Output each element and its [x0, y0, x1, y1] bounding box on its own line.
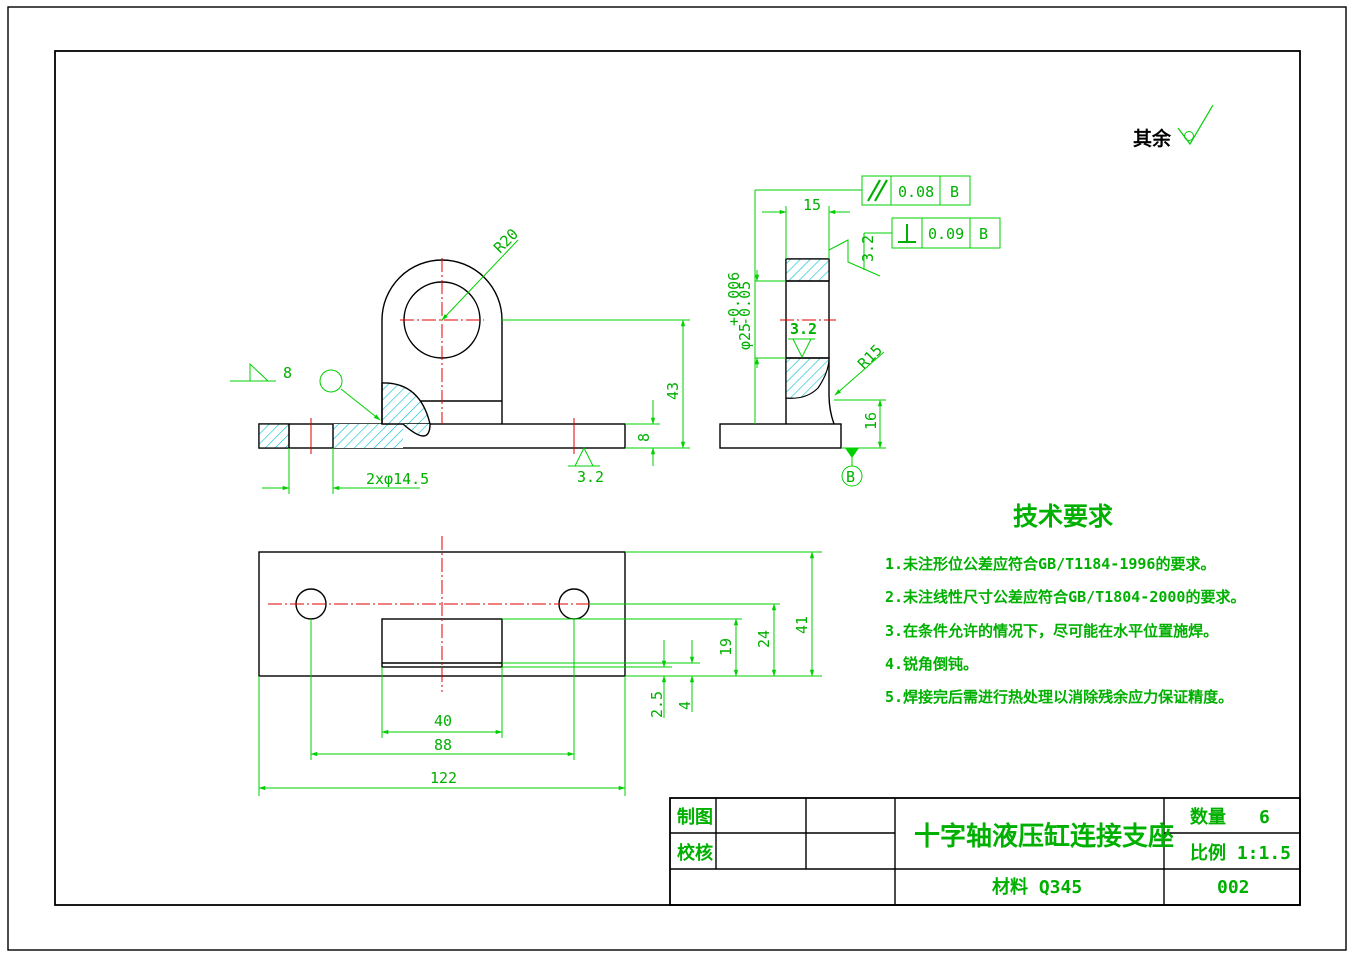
side-bore-tol-upper: +0.006 — [725, 272, 743, 326]
top-dim-4: 4 — [676, 701, 694, 710]
top-dim-88: 88 — [434, 736, 452, 754]
technical-requirements: 技术要求 1.未注形位公差应符合GB/T1184-1996的要求。 2.未注线性… — [885, 502, 1245, 706]
roughness-symbol-icon — [788, 338, 815, 359]
front-roughness: 3.2 — [577, 468, 604, 486]
top-dim-40: 40 — [434, 712, 452, 730]
title-checked-label: 校核 — [677, 842, 713, 864]
front-radius-label: R20 — [490, 225, 522, 257]
top-dim-41: 41 — [793, 616, 811, 634]
weld-size-label: 8 — [283, 364, 292, 382]
top-view: 40 88 122 41 24 19 2.5 4 — [258, 536, 822, 796]
tech-req-item-2: 2.未注线性尺寸公差应符合GB/T1804-2000的要求。 — [885, 588, 1245, 606]
tech-req-item-5: 5.焊接完后需进行热处理以消除残余应力保证精度。 — [885, 688, 1233, 706]
tolerance-frame-parallel — [861, 175, 971, 206]
side-width-15: 15 — [803, 196, 821, 214]
top-dim-24: 24 — [755, 630, 773, 648]
side-bore-tol-lower: -0.05 — [736, 281, 754, 326]
front-height-43: 43 — [664, 382, 682, 400]
side-view: 15 0.08 B 0.09 B 3.2 φ25 +0.006 -0.05 3.… — [719, 175, 1001, 487]
tol-perp-datum: B — [979, 225, 988, 243]
front-holes-label: 2xφ14.5 — [366, 470, 429, 488]
title-part-name: 十字轴液压缸连接支座 — [914, 821, 1174, 852]
title-scale: 比例 1:1.5 — [1190, 842, 1291, 864]
inner-border — [54, 50, 1301, 906]
title-quantity-label: 数量 — [1190, 806, 1226, 828]
roughness-symbol-icon — [1177, 104, 1214, 146]
surface-note-label: 其余 — [1133, 127, 1172, 150]
perpendicular-icon — [898, 224, 916, 243]
top-dim-19: 19 — [717, 638, 735, 656]
top-dim-2-5: 2.5 — [648, 691, 666, 718]
title-drawing-no: 002 — [1217, 877, 1250, 898]
datum-b-icon — [841, 465, 863, 487]
title-block: 制图 校核 十字轴液压缸连接支座 数量 6 比例 1:1.5 材料 Q345 0… — [669, 797, 1301, 906]
title-drawn-label: 制图 — [677, 807, 713, 828]
side-roughness-bore: 3.2 — [790, 320, 817, 338]
side-roughness-top: 3.2 — [859, 235, 877, 262]
top-dim-122: 122 — [430, 769, 457, 787]
tol-perp-value: 0.09 — [928, 225, 964, 243]
surface-roughness-note: 其余 — [1133, 104, 1214, 150]
side-radius-label: R15 — [854, 341, 886, 373]
tech-req-title: 技术要求 — [1013, 502, 1113, 531]
parallel-icon — [867, 179, 888, 202]
roughness-symbol-icon — [568, 446, 600, 467]
tech-req-item-3: 3.在条件允许的情况下，尽可能在水平位置施焊。 — [885, 622, 1218, 640]
front-height-8: 8 — [635, 433, 653, 442]
side-datum: B — [846, 468, 855, 486]
weld-bead — [381, 382, 431, 425]
title-material: 材料 Q345 — [992, 876, 1082, 898]
side-bore-dim: φ25 — [736, 323, 754, 350]
outer-border — [7, 6, 1347, 951]
tol-parallel-value: 0.08 — [898, 183, 934, 201]
tech-req-item-4: 4.锐角倒钝。 — [885, 655, 978, 673]
title-quantity-value: 6 — [1259, 807, 1270, 828]
tol-parallel-datum: B — [950, 183, 959, 201]
side-height-16: 16 — [862, 412, 880, 430]
tech-req-item-1: 1.未注形位公差应符合GB/T1184-1996的要求。 — [885, 555, 1215, 573]
front-view: R20 8 43 8 3.2 2xφ14.5 — [230, 225, 690, 494]
